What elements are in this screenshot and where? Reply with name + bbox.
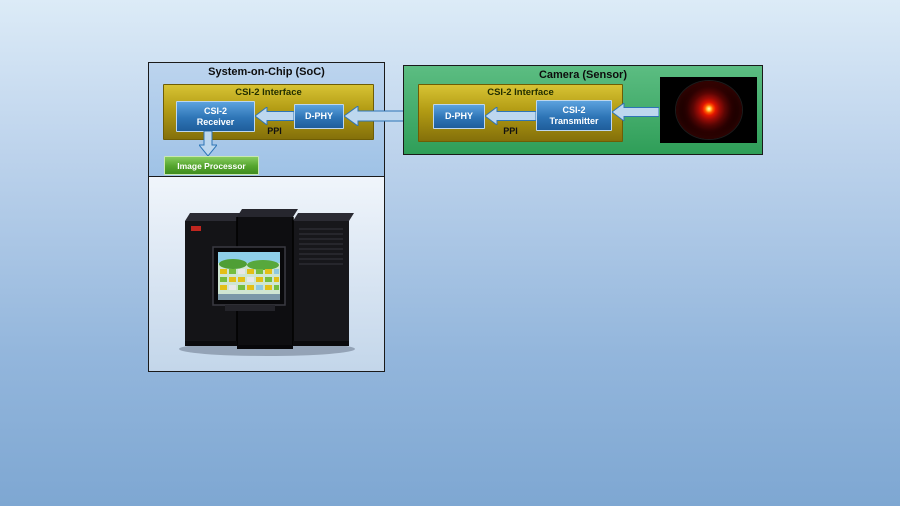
soc-csi2-receiver-node: CSI-2 Receiver xyxy=(176,101,255,132)
camera-title: Camera (Sensor) xyxy=(538,69,628,81)
camera-dphy-node: D-PHY xyxy=(433,104,485,129)
arrow-receiver-to-image-processor-icon xyxy=(199,131,217,156)
camera-sensor-photo xyxy=(660,77,757,143)
soc-title: System-on-Chip (SoC) xyxy=(208,66,325,78)
camera-csi2-interface-title: CSI-2 Interface xyxy=(487,87,554,98)
image-processor-label: Image Processor xyxy=(177,160,246,171)
camera-ppi-label: PPI xyxy=(503,126,518,136)
camera-csi2-transmitter-label: CSI-2 Transmitter xyxy=(549,105,599,126)
arrow-sensor-to-transmitter-icon xyxy=(612,103,659,121)
image-processor-node: Image Processor xyxy=(164,156,259,175)
mainframe-server-icon xyxy=(178,209,355,356)
camera-csi2-transmitter-node: CSI-2 Transmitter xyxy=(536,100,612,131)
soc-csi2-interface-title: CSI-2 Interface xyxy=(235,87,302,98)
arrow-soc-dphy-to-receiver-icon xyxy=(255,107,294,125)
mainframe-picture-box xyxy=(148,176,385,372)
red-camera-eye-icon xyxy=(675,81,742,139)
arrow-transmitter-to-dphy-icon xyxy=(485,107,536,125)
camera-dphy-label: D-PHY xyxy=(444,111,473,122)
soc-csi2-receiver-label: CSI-2 Receiver xyxy=(196,106,235,127)
soc-ppi-label: PPI xyxy=(267,126,282,136)
soc-dphy-node: D-PHY xyxy=(294,104,344,129)
soc-dphy-label: D-PHY xyxy=(304,111,333,122)
